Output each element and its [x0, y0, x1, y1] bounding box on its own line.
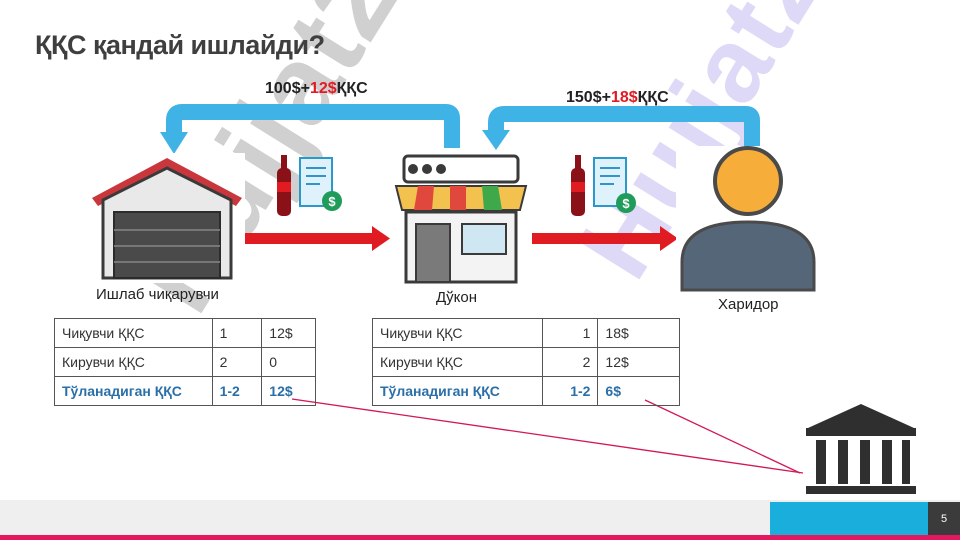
table-row: Кирувчи ҚҚС 2 12$: [372, 347, 680, 377]
row-qty: 1-2: [211, 376, 263, 406]
table-row: Кирувчи ҚҚС 2 0: [54, 347, 316, 377]
cola-receipt-icon: $: [277, 155, 342, 216]
payment-arrow-right: [482, 106, 760, 150]
row-amount: 12$: [597, 347, 680, 377]
row-amount: 6$: [597, 376, 680, 406]
row-label: Тўланадиган ҚҚС: [54, 376, 213, 406]
svg-text:$: $: [622, 196, 630, 211]
row-qty: 2: [211, 347, 263, 377]
slide-number: 5: [928, 502, 960, 536]
cola-receipt-icon: $: [571, 155, 636, 216]
tax-to-bank-lines: [291, 398, 804, 474]
producer-caption: Ишлаб чиқарувчи: [96, 286, 219, 303]
page-title: ҚҚС қандай ишлайди?: [35, 30, 325, 60]
svg-text:$: $: [328, 194, 336, 209]
row-amount: 18$: [597, 318, 680, 348]
goods-arrow-left: [243, 226, 390, 251]
bank-icon: [800, 398, 922, 500]
table-row: Чиқувчи ҚҚС 1 18$: [372, 318, 680, 348]
producer-vat-table: Чиқувчи ҚҚС 1 12$ Кирувчи ҚҚС 2 0 Тўлана…: [54, 318, 316, 406]
table-row-payable: Тўланадиган ҚҚС 1-2 6$: [372, 376, 680, 406]
row-label: Тўланадиган ҚҚС: [372, 376, 543, 406]
row-label: Кирувчи ҚҚС: [54, 347, 213, 377]
row-qty: 1: [211, 318, 263, 348]
store-caption: Дўкон: [436, 289, 478, 306]
row-qty: 1: [541, 318, 599, 348]
payment-arrow-left: [160, 104, 460, 154]
footer-line: [0, 535, 960, 540]
row-label: Кирувчи ҚҚС: [372, 347, 543, 377]
table-row-payable: Тўланадиган ҚҚС 1-2 12$: [54, 376, 316, 406]
row-label: Чиқувчи ҚҚС: [54, 318, 213, 348]
shop-icon: [390, 152, 528, 287]
row-qty: 1-2: [541, 376, 599, 406]
row-amount: 0: [261, 347, 316, 377]
row-label: Чиқувчи ҚҚС: [372, 318, 543, 348]
person-icon: [676, 146, 820, 294]
row-amount: 12$: [261, 376, 316, 406]
goods-arrow-right: [532, 226, 678, 251]
row-qty: 2: [541, 347, 599, 377]
flow-label-store-buyer: 150$+18$ҚҚС: [566, 89, 669, 106]
table-row: Чиқувчи ҚҚС 1 12$: [54, 318, 316, 348]
footer-accent: [770, 502, 928, 536]
garage-icon: [89, 153, 245, 283]
buyer-caption: Харидор: [718, 296, 779, 313]
row-amount: 12$: [261, 318, 316, 348]
flow-label-producer-store: 100$+12$ҚҚС: [265, 80, 368, 97]
store-vat-table: Чиқувчи ҚҚС 1 18$ Кирувчи ҚҚС 2 12$ Тўла…: [372, 318, 680, 406]
